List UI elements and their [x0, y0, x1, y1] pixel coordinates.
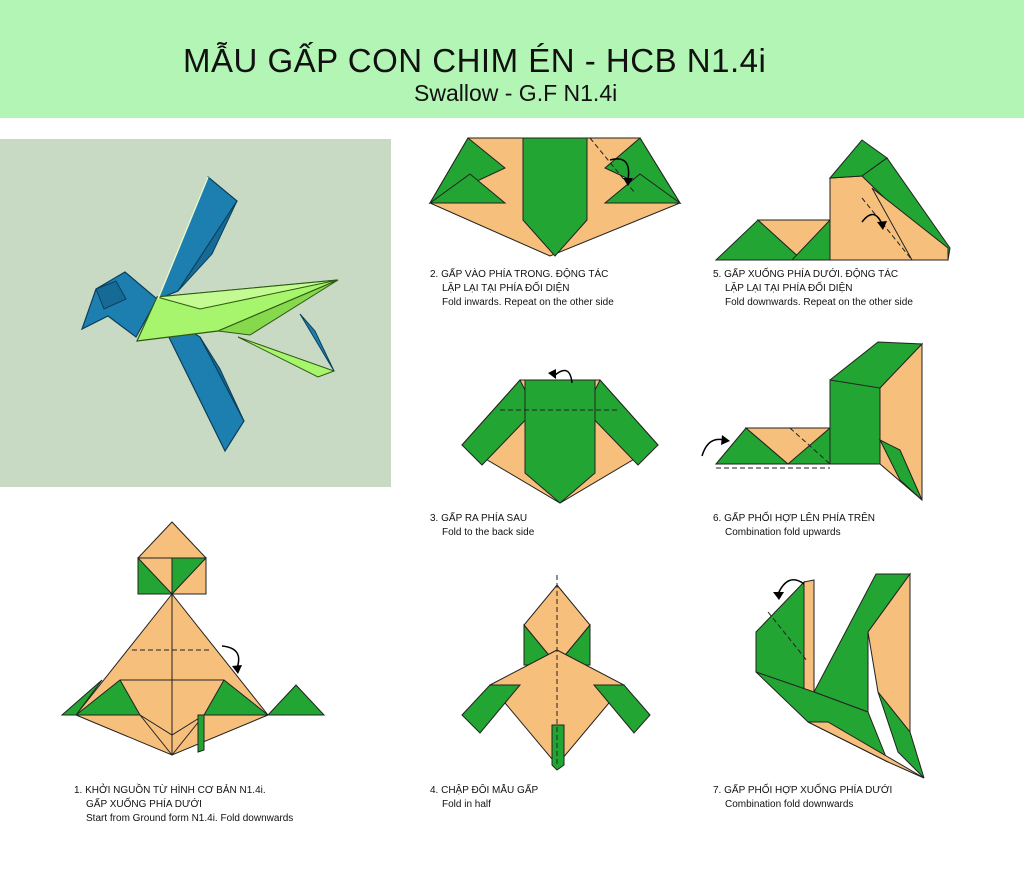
step-1-en: Start from Ground form N1.4i. Fold downw…	[86, 813, 294, 824]
step-5-en: Fold downwards. Repeat on the other side	[725, 297, 913, 308]
header-banner: MẪU GẤP CON CHIM ÉN - HCB N1.4i Swallow …	[0, 0, 1024, 118]
step-7-caption: 7. GẤP PHỐI HỢP XUỐNG PHÍA DƯỚI Combinat…	[713, 784, 892, 812]
step-1-caption: 1. KHỞI NGUỒN TỪ HÌNH CƠ BẢN N1.4i. GẤP …	[74, 784, 293, 826]
step-7-en: Combination fold downwards	[725, 799, 854, 810]
step-4-caption: 4. CHẬP ĐÔI MẪU GẤP Fold in half	[430, 784, 538, 812]
step-6-caption: 6. GẤP PHỐI HỢP LÊN PHÍA TRÊN Combinatio…	[713, 512, 875, 540]
step-2-diagram	[428, 137, 682, 257]
step-7-vi-line1: 7. GẤP PHỐI HỢP XUỐNG PHÍA DƯỚI	[713, 785, 893, 796]
step-2-vi-line1: 2. GẤP VÀO PHÍA TRONG. ĐỘNG TÁC	[430, 269, 609, 280]
page-title: MẪU GẤP CON CHIM ÉN - HCB N1.4i	[183, 42, 767, 79]
step-3-vi-line1: 3. GẤP RA PHÍA SAU	[430, 513, 528, 524]
step-4-vi-line1: 4. CHẬP ĐÔI MẪU GẤP	[430, 785, 539, 796]
step-5-diagram	[714, 139, 951, 262]
step-7-diagram	[755, 572, 925, 779]
page-subtitle: Swallow - G.F N1.4i	[414, 80, 618, 106]
step-1-diagram	[60, 521, 326, 756]
step-6-en: Combination fold upwards	[725, 527, 841, 538]
step-5-vi-line1: 5. GẤP XUỐNG PHÍA DƯỚI. ĐỘNG TÁC	[713, 269, 899, 280]
step-4-diagram	[461, 575, 651, 771]
step-3-diagram	[461, 369, 659, 504]
step-3-en: Fold to the back side	[442, 527, 535, 538]
swallow-model-drawing	[80, 176, 339, 453]
step-3-caption: 3. GẤP RA PHÍA SAU Fold to the back side	[430, 512, 534, 540]
step-6-vi-line1: 6. GẤP PHỐI HỢP LÊN PHÍA TRÊN	[713, 513, 875, 524]
step-5-vi-line2: LẶP LẠI TẠI PHÍA ĐỐI DIỆN	[725, 283, 853, 294]
step-2-caption: 2. GẤP VÀO PHÍA TRONG. ĐỘNG TÁC LẶP LẠI …	[430, 268, 614, 310]
step-5-caption: 5. GẤP XUỐNG PHÍA DƯỚI. ĐỘNG TÁC LẶP LẠI…	[713, 268, 913, 310]
step-1-vi-line1: 1. KHỞI NGUỒN TỪ HÌNH CƠ BẢN N1.4i.	[74, 785, 266, 796]
step-2-en: Fold inwards. Repeat on the other side	[442, 297, 614, 308]
step-6-diagram	[701, 341, 924, 502]
step-2-vi-line2: LẶP LẠI TẠI PHÍA ĐỐI DIỆN	[442, 283, 570, 294]
step-4-en: Fold in half	[442, 799, 491, 810]
step-1-vi-line2: GẤP XUỐNG PHÍA DƯỚI	[86, 799, 202, 810]
finished-swallow-illustration	[0, 139, 391, 487]
